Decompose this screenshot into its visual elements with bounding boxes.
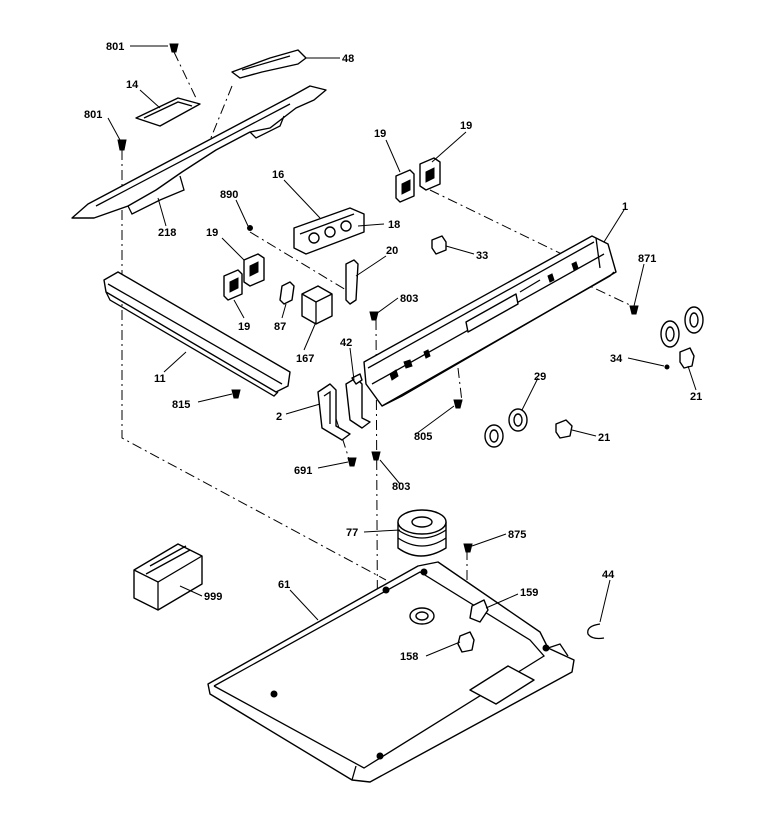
callout-875: 875: [508, 529, 526, 541]
callout-815: 815: [172, 399, 190, 411]
hook-44: [587, 623, 605, 640]
box-999: [133, 543, 203, 611]
callout-1: 1: [622, 201, 628, 213]
end-bracket-2: [317, 383, 351, 441]
callout-16: 16: [272, 169, 284, 181]
callout-87: 87: [274, 321, 286, 333]
knob-29-b: [508, 408, 528, 432]
motor-77: [397, 509, 447, 557]
screw-803-lower: [371, 451, 381, 461]
callout-803-upper: 803: [400, 293, 418, 305]
callout-labels: 801 48 14 801 218 19 19 16 18 890 19 20 …: [84, 41, 702, 663]
callout-167: 167: [296, 353, 314, 365]
control-board-16: [293, 207, 365, 255]
bracket-20: [345, 259, 359, 305]
callout-61: 61: [278, 579, 290, 591]
callout-19-upper-b: 19: [460, 120, 472, 132]
callout-801-upper: 801: [106, 41, 124, 53]
callout-20: 20: [386, 245, 398, 257]
callout-44: 44: [602, 569, 615, 581]
callout-21-lower: 21: [598, 432, 610, 444]
screw-801-left: [117, 139, 127, 151]
clip-87: [279, 281, 295, 305]
callout-871: 871: [638, 253, 656, 265]
callout-19-upper-a: 19: [374, 128, 386, 140]
box-167: [301, 285, 333, 325]
callout-21-right: 21: [690, 391, 702, 403]
switch-19-right-a: [395, 169, 415, 203]
callout-29: 29: [534, 371, 546, 383]
callout-11: 11: [154, 373, 166, 385]
callout-999: 999: [204, 591, 222, 603]
callout-890: 890: [220, 189, 238, 201]
switch-19-right-b: [419, 157, 441, 191]
callout-159: 159: [520, 587, 538, 599]
switch-19-left-a: [243, 253, 265, 287]
screw-805: [453, 399, 463, 409]
callout-33: 33: [476, 250, 488, 262]
callout-2: 2: [276, 411, 282, 423]
callout-19-left-a: 19: [206, 227, 218, 239]
knob-21-right-b: [684, 306, 704, 334]
clip-33: [431, 235, 447, 255]
clip-158: [457, 631, 475, 653]
screw-691: [347, 457, 357, 467]
knob-21-lower: [555, 419, 573, 439]
filter-panel-14: [135, 97, 201, 127]
screw-871: [629, 305, 639, 315]
callout-42: 42: [340, 337, 352, 349]
leader-lines: [107, 45, 697, 657]
screw-34: [664, 364, 670, 370]
callout-48: 48: [342, 53, 354, 65]
screw-815: [231, 389, 241, 399]
callout-805: 805: [414, 431, 432, 443]
callout-801-left: 801: [84, 109, 102, 121]
switch-19-left-b: [223, 269, 243, 301]
callout-691: 691: [294, 465, 312, 477]
knob-29-a: [484, 424, 504, 448]
control-panel-1: [363, 235, 617, 407]
bracket-42: [345, 373, 371, 429]
cover-48: [231, 49, 307, 79]
bracket-159: [469, 599, 489, 623]
rear-channel-11: [103, 271, 291, 397]
screw-801-upper: [169, 43, 179, 53]
screw-875: [463, 543, 473, 553]
top-shield-218: [71, 85, 327, 219]
callout-77: 77: [346, 527, 358, 539]
callout-14: 14: [126, 79, 139, 91]
screw-890: [247, 225, 253, 231]
callout-19-left-b: 19: [238, 321, 250, 333]
callout-803-lower: 803: [392, 481, 410, 493]
callout-34: 34: [610, 353, 623, 365]
callout-18: 18: [388, 219, 400, 231]
callout-158: 158: [400, 651, 418, 663]
knob-21-right-a: [660, 320, 680, 348]
knob-21-right-c: [679, 347, 695, 369]
callout-218: 218: [158, 227, 176, 239]
